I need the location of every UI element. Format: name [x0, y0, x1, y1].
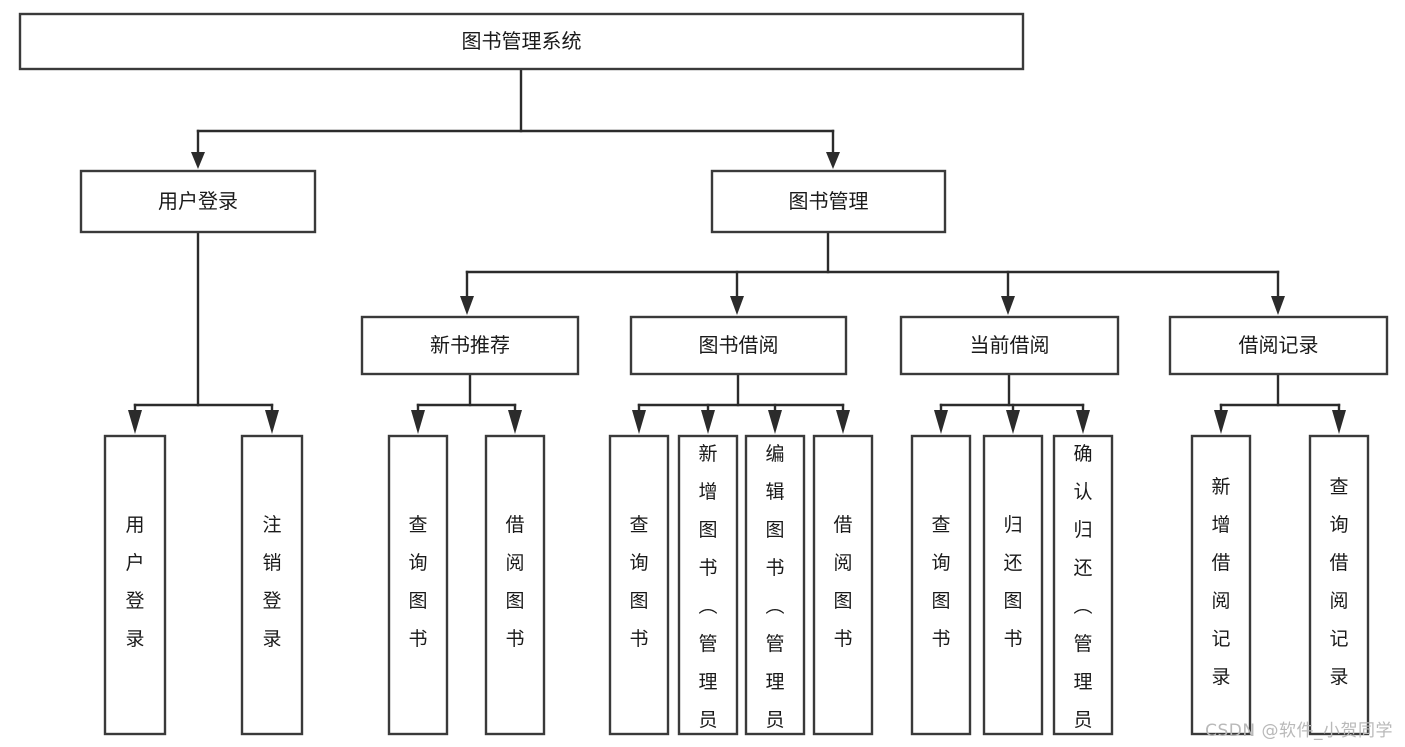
csdn-watermark: CSDN @软件_小贺同学: [1205, 721, 1393, 741]
level3-box[interactable]: [899, 315, 1120, 376]
arrow-head-icon: [826, 152, 840, 169]
connector-current-borrow-to-leaves: [934, 372, 1090, 434]
leaf-label: 借阅图书: [505, 514, 524, 650]
leaf-box[interactable]: [240, 434, 304, 736]
connector-user-login-to-leaves: [128, 230, 279, 434]
root-box[interactable]: [18, 12, 1025, 71]
root-node[interactable]: 图书管理系统: [18, 12, 1025, 71]
leaf-box[interactable]: [910, 434, 972, 736]
leaf-node[interactable]: 注销登录: [240, 434, 304, 736]
arrow-head-icon: [1001, 296, 1015, 315]
level2-box[interactable]: [79, 169, 317, 234]
level2-label: 图书管理: [789, 189, 869, 213]
leaf-label: 新增借阅记录: [1211, 476, 1230, 688]
leaf-label: 新增图书︵管理员︶: [698, 443, 717, 747]
arrow-head-icon: [1214, 410, 1228, 434]
leaf-node[interactable]: 新增借阅记录: [1190, 434, 1252, 736]
arrow-head-icon: [1271, 296, 1285, 315]
leaf-box[interactable]: [982, 434, 1044, 736]
leaf-node[interactable]: 编辑图书︵管理员︶: [744, 434, 806, 747]
level2-box[interactable]: [710, 169, 947, 234]
leaf-label: 查询图书: [408, 514, 427, 650]
arrow-head-icon: [1006, 410, 1020, 434]
leaf-box[interactable]: [387, 434, 449, 736]
level3-node[interactable]: 借阅记录: [1168, 315, 1389, 376]
connector-borrow-record-to-leaves: [1214, 372, 1346, 434]
leaf-label: 查询图书: [931, 514, 950, 650]
leaf-box[interactable]: [608, 434, 670, 736]
leaf-box[interactable]: [103, 434, 167, 736]
leaf-node[interactable]: 查询借阅记录: [1308, 434, 1370, 736]
connector-book-borrow-to-leaves: [632, 372, 850, 434]
arrow-head-icon: [508, 410, 522, 434]
connector-root-to-level2: [191, 67, 840, 169]
leaf-node[interactable]: 确认归还︵管理员︶: [1052, 434, 1114, 747]
leaf-label: 编辑图书︵管理员︶: [765, 443, 784, 747]
leaf-node[interactable]: 归还图书: [982, 434, 1044, 736]
level3-node[interactable]: 图书借阅: [629, 315, 848, 376]
arrow-head-icon: [1332, 410, 1346, 434]
connector-new-book-rec-to-leaves: [411, 372, 522, 434]
node-boxes-layer: 图书管理系统用户登录图书管理新书推荐图书借阅当前借阅借阅记录用户登录注销登录查询…: [18, 12, 1389, 747]
arrow-head-icon: [265, 410, 279, 434]
leaf-label: 注销登录: [262, 514, 281, 650]
arrow-head-icon: [128, 410, 142, 434]
leaf-box[interactable]: [744, 434, 806, 736]
leaf-node[interactable]: 查询图书: [910, 434, 972, 736]
leaf-box[interactable]: [484, 434, 546, 736]
leaf-label: 查询借阅记录: [1329, 476, 1348, 688]
level3-box[interactable]: [360, 315, 580, 376]
leaf-node[interactable]: 查询图书: [608, 434, 670, 736]
level2-label: 用户登录: [158, 189, 238, 213]
level3-label: 当前借阅: [970, 333, 1050, 357]
leaf-label: 查询图书: [629, 514, 648, 650]
level3-label: 借阅记录: [1239, 333, 1319, 357]
arrow-head-icon: [1076, 410, 1090, 434]
arrow-head-icon: [768, 410, 782, 434]
root-label: 图书管理系统: [462, 29, 582, 53]
level3-node[interactable]: 新书推荐: [360, 315, 580, 376]
leaf-node[interactable]: 新增图书︵管理员︶: [677, 434, 739, 747]
leaf-label: 借阅图书: [833, 514, 852, 650]
arrow-head-icon: [730, 296, 744, 315]
arrow-head-icon: [934, 410, 948, 434]
leaf-label: 确认归还︵管理员︶: [1073, 443, 1092, 747]
level3-node[interactable]: 当前借阅: [899, 315, 1120, 376]
leaf-node[interactable]: 借阅图书: [812, 434, 874, 736]
level3-box[interactable]: [1168, 315, 1389, 376]
leaf-box[interactable]: [677, 434, 739, 736]
leaf-box[interactable]: [1052, 434, 1114, 736]
arrow-head-icon: [836, 410, 850, 434]
level2-node[interactable]: 图书管理: [710, 169, 947, 234]
level3-box[interactable]: [629, 315, 848, 376]
level3-label: 新书推荐: [430, 333, 510, 357]
arrow-head-icon: [411, 410, 425, 434]
leaf-node[interactable]: 用户登录: [103, 434, 167, 736]
leaf-box[interactable]: [1190, 434, 1252, 736]
leaf-node[interactable]: 查询图书: [387, 434, 449, 736]
level3-label: 图书借阅: [699, 333, 779, 357]
arrow-head-icon: [701, 410, 715, 434]
arrow-head-icon: [191, 152, 205, 169]
level2-node[interactable]: 用户登录: [79, 169, 317, 234]
leaf-node[interactable]: 借阅图书: [484, 434, 546, 736]
arrow-head-icon: [632, 410, 646, 434]
arrow-head-icon: [460, 296, 474, 315]
leaf-label: 用户登录: [125, 514, 144, 650]
connector-book-mgmt-to-level3: [460, 230, 1285, 315]
leaf-label: 归还图书: [1003, 514, 1022, 650]
leaf-box[interactable]: [812, 434, 874, 736]
leaf-box[interactable]: [1308, 434, 1370, 736]
